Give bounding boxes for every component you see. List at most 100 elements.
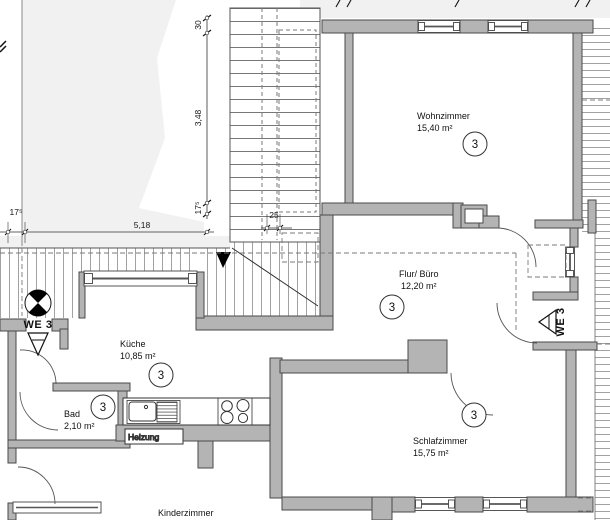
- unit-label-west: WE 3: [24, 319, 53, 331]
- neighbor-area-shading: [0, 0, 610, 248]
- stove-frame: [217, 397, 253, 426]
- wall-schlafzimmer-south-2: [454, 496, 484, 513]
- room-schlafzimmer: Schlafzimmer 15,75 m² 3: [413, 402, 487, 458]
- window-kueche: [83, 270, 198, 287]
- dim-label-30: 30: [193, 20, 203, 30]
- wall-flur-south: [279, 359, 416, 374]
- stair-upper-flight-dashed: [278, 29, 317, 213]
- room-label: Schlafzimmer: [413, 436, 468, 446]
- stair-projection-rect: [281, 232, 319, 263]
- room-kinderzimmer: Kinderzimmer 12,10 m²: [158, 508, 214, 518]
- entrance-arrow-icon: [27, 332, 49, 357]
- wall-schlafzimmer-south-1: [391, 496, 416, 513]
- sink-module-frame: [126, 400, 181, 424]
- wall-entry-south: [532, 341, 598, 351]
- door-arc-wohnzimmer: [496, 227, 537, 268]
- stove-burner: [220, 411, 234, 424]
- wall-entry-east: [59, 328, 69, 350]
- room-label: Wohnzimmer: [417, 111, 470, 121]
- wall-wohnzimmer-east: [572, 32, 583, 229]
- room-number-badge: [462, 131, 488, 157]
- chimney-flue-opening: [464, 208, 484, 224]
- kitchen-sink: [128, 401, 157, 422]
- room-number: 3: [100, 402, 106, 414]
- room-number-badge: [90, 394, 116, 420]
- dim-label-175-vertical: 17⁵: [193, 202, 203, 215]
- entrance-arrow-icon: [537, 308, 557, 336]
- doors: [17, 227, 538, 505]
- unit-marker-east: WE 3: [537, 308, 567, 337]
- wall-schlafzimmer-south-3: [526, 496, 594, 513]
- dimension-lines: [0, 15, 292, 243]
- kitchen-fixtures: Heizung: [122, 397, 271, 445]
- room-number: 3: [471, 410, 477, 422]
- room-number: 3: [158, 370, 164, 382]
- radiator-box: [124, 428, 184, 445]
- room-flur-buero: Flur/ Büro 12,20 m² 3: [379, 269, 439, 320]
- room-wohnzimmer: Wohnzimmer 15,40 m² 3: [417, 111, 488, 157]
- room-label: Küche: [120, 339, 146, 349]
- wall-window-jamb-north: [569, 227, 579, 248]
- room-number-badge: [379, 294, 405, 320]
- wall-kueche-window-jamb-west: [78, 271, 86, 319]
- wall-kueche-window-jamb-east: [195, 271, 205, 319]
- room-area: 12,20 m²: [401, 281, 437, 291]
- window-wohnzimmer-1: [417, 20, 461, 33]
- wall-west-upper: [7, 330, 17, 464]
- wall-window-jamb-south: [569, 276, 579, 293]
- roof-hatch-right: [595, 233, 610, 520]
- stair-treads: [229, 7, 321, 243]
- room-area: 15,40 m²: [417, 123, 453, 133]
- stair-cut-line: [231, 247, 319, 307]
- hatched-areas: [0, 28, 610, 520]
- dim-label-518: 5,18: [134, 220, 151, 230]
- dim-label-175-horizontal: 17⁵: [10, 207, 23, 217]
- unit-label-east: WE 3: [555, 308, 567, 337]
- heizung-label: Heizung: [128, 432, 159, 442]
- wall-niche-north: [534, 219, 584, 229]
- room-number-badge: [461, 402, 487, 428]
- door-arc-kinderzimmer: [17, 466, 56, 505]
- window-schlafzimmer-1: [414, 497, 456, 511]
- wall-schlafzimmer-east: [565, 349, 577, 498]
- door-arc-entry-hall: [19, 349, 57, 385]
- unit-marker-west: WE 3: [24, 289, 53, 357]
- neighbor-band-left: [0, 236, 230, 248]
- wall-right-bridge: [587, 199, 597, 234]
- room-labels: Wohnzimmer 15,40 m² 3 Flur/ Büro 12,20 m…: [64, 111, 488, 518]
- stair-direction-arrow: [216, 252, 231, 268]
- wall-bad-south: [7, 439, 131, 449]
- dimensions: 30 3,48 17⁵ 17⁵ 5,18 25: [0, 0, 591, 243]
- window-kinderzimmer-partial: [12, 501, 102, 514]
- sink-drainer: [156, 401, 178, 423]
- room-label: Bad: [64, 409, 80, 419]
- wall-step-block: [371, 496, 393, 520]
- roof-hatch-top-right: [582, 28, 610, 233]
- stove-burner: [221, 400, 233, 412]
- room-area: 15,75 m²: [413, 448, 449, 458]
- neighbor-band-top: [300, 0, 610, 18]
- wall-kueche-schlafzimmer-divider: [269, 357, 283, 499]
- wall-kinderzimmer-south: [281, 496, 376, 511]
- window-schlafzimmer-2: [482, 497, 528, 511]
- corridor-hatch-mid: [84, 248, 196, 271]
- dim-label-25: 25: [269, 210, 279, 220]
- room-number: 3: [472, 139, 478, 151]
- wall-wohnzimmer-south: [321, 202, 454, 216]
- dormer-projection-rect: [527, 244, 567, 278]
- survey-point-icon: [28, 303, 48, 317]
- wall-stub-kueche: [197, 440, 214, 469]
- stove-burner: [237, 412, 249, 424]
- room-kueche: Küche 10,85 m² 3: [120, 339, 174, 388]
- room-number-badge: [148, 362, 174, 388]
- wall-stair-east: [319, 214, 334, 319]
- staircase: [216, 7, 321, 307]
- neighbor-blob: [22, 0, 204, 246]
- wall-wohnzimmer-west: [344, 32, 354, 204]
- window-wohnzimmer-2: [487, 20, 529, 33]
- door-arc-apartment-entry: [496, 302, 538, 344]
- windows: [12, 20, 575, 514]
- wall-bad-north: [52, 382, 131, 392]
